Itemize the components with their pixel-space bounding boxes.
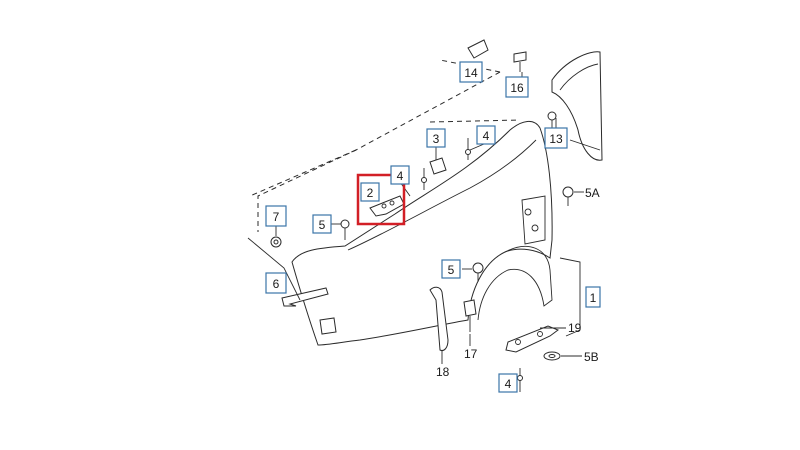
callout-7[interactable]: 7 — [265, 205, 287, 227]
headlamp-support — [247, 237, 329, 307]
highlight-frame — [356, 173, 406, 226]
callout-5-center-text: 5 — [448, 263, 455, 277]
callout-5-left[interactable]: 5 — [312, 214, 332, 234]
callout-3-text: 3 — [433, 132, 440, 146]
callout-14[interactable]: 14 — [459, 61, 483, 83]
label-19: 19 — [568, 321, 582, 335]
callout-5-left-text: 5 — [319, 218, 326, 232]
callout-5-center[interactable]: 5 — [441, 259, 461, 279]
callout-13-text: 13 — [549, 132, 563, 146]
inner-fender-bracket — [551, 51, 603, 161]
callout-3[interactable]: 3 — [426, 128, 446, 148]
callout-2[interactable]: 2 — [360, 182, 380, 202]
callout-7-text: 7 — [273, 210, 280, 224]
lower-support-bracket — [505, 325, 560, 353]
callout-6[interactable]: 6 — [265, 272, 287, 294]
label-5A: 5A — [585, 186, 600, 200]
wheel-arch-trim-strip — [429, 286, 449, 351]
mounting-bracket-2 — [369, 195, 405, 217]
callout-6-text: 6 — [273, 277, 280, 291]
callout-4-top-text: 4 — [483, 129, 490, 143]
callout-13[interactable]: 13 — [544, 127, 568, 149]
callout-4-mid[interactable]: 4 — [390, 165, 410, 185]
label-18: 18 — [436, 365, 450, 379]
callout-1-text: 1 — [590, 291, 597, 305]
callout-16-text: 16 — [510, 81, 524, 95]
front-fender-panel — [291, 121, 553, 346]
label-17: 17 — [464, 347, 478, 361]
callout-4-bottom-text: 4 — [505, 377, 512, 391]
callout-2-text: 2 — [367, 186, 374, 200]
callout-4-top[interactable]: 4 — [476, 125, 496, 145]
callout-4-mid-text: 4 — [397, 169, 404, 183]
callout-16[interactable]: 16 — [505, 76, 529, 98]
fasteners — [270, 39, 574, 392]
callout-4-bottom[interactable]: 4 — [498, 373, 518, 393]
callout-1[interactable]: 1 — [585, 286, 601, 308]
label-5B: 5B — [584, 350, 599, 364]
callout-14-text: 14 — [464, 66, 478, 80]
